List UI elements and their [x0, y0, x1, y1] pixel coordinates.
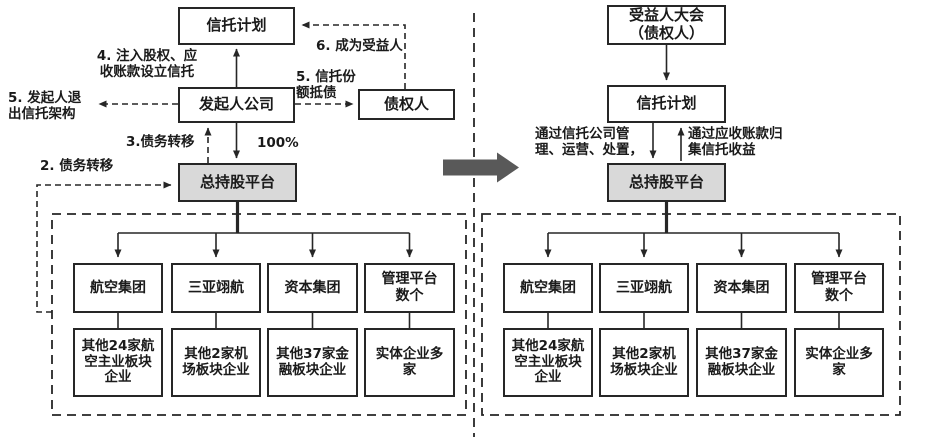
group-frame-left	[51, 213, 467, 416]
node-aviation-group-right: 航空集团	[503, 263, 593, 313]
label-step5-sponsor-exit: 5. 发起人退 出信托架构	[8, 90, 82, 122]
node-trust-plan-right: 信托计划	[607, 85, 726, 123]
node-airport-subs-right: 其他2家机 场板块企业	[599, 328, 689, 397]
node-sanya-yihang-right: 三亚翊航	[599, 263, 689, 313]
node-beneficiary-assembly: 受益人大会 （债权人）	[607, 5, 726, 45]
label-manage-via-trust-company: 通过信托公司管 理、运营、处置，	[535, 126, 643, 158]
node-finance-subs-right: 其他37家金 融板块企业	[696, 328, 787, 397]
node-holding-platform-left: 总持股平台	[178, 163, 297, 202]
label-step2-debt-transfer: 2. 债务转移	[40, 158, 114, 174]
node-sponsor-company: 发起人公司	[178, 87, 295, 123]
node-capital-group-right: 资本集团	[696, 263, 787, 313]
label-step5-trust-shares-offset: 5. 信托份 额抵债	[296, 69, 356, 101]
label-ownership-100pct: 100%	[257, 135, 299, 151]
node-holding-platform-right: 总持股平台	[607, 163, 726, 202]
arrow-creditor-to-trust-dashed	[301, 21, 406, 89]
node-aviation-subs-right: 其他24家航 空主业板块 企业	[503, 328, 593, 397]
node-entity-subs-right: 实体企业多 家	[794, 328, 884, 397]
node-mgmt-platforms-right: 管理平台 数个	[794, 263, 884, 313]
transform-arrow-icon	[443, 152, 519, 183]
node-airport-subs-left: 其他2家机 场板块企业	[171, 328, 261, 397]
group-frame-right	[481, 213, 901, 416]
label-step6-become-beneficiary: 6. 成为受益人	[316, 38, 403, 54]
label-step4-inject-equity: 4. 注入股权、应 收账款设立信托	[96, 48, 198, 80]
node-finance-subs-left: 其他37家金 融板块企业	[267, 328, 358, 397]
node-trust-plan-left: 信托计划	[178, 7, 295, 45]
node-sanya-yihang-left: 三亚翊航	[171, 263, 261, 313]
node-creditor: 债权人	[358, 89, 455, 120]
node-entity-subs-left: 实体企业多 家	[364, 328, 455, 397]
node-aviation-subs-left: 其他24家航 空主业板块 企业	[73, 328, 163, 397]
node-capital-group-left: 资本集团	[267, 263, 358, 313]
label-collect-trust-income: 通过应收账款归 集信托收益	[688, 126, 783, 158]
label-step3-debt-transfer: 3.债务转移	[126, 134, 195, 150]
node-mgmt-platforms-left: 管理平台 数个	[364, 263, 455, 313]
node-aviation-group-left: 航空集团	[73, 263, 163, 313]
